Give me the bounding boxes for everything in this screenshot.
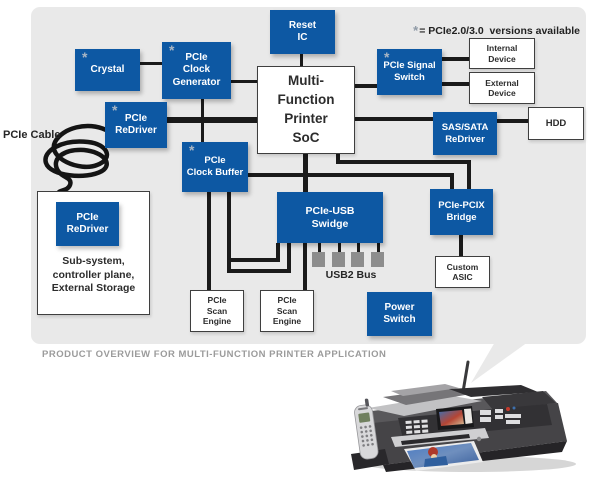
connector-swidge-stub-b: [287, 243, 291, 273]
usb-stem: [318, 243, 321, 253]
connector-clockbuffer-bridge-v: [450, 173, 454, 189]
connector-clockbuffer-bridge-h: [248, 173, 454, 177]
box-pcie-clock-buffer: * PCIe Clock Buffer: [182, 142, 248, 192]
box-pcie-clock-generator: * PCIe Clock Generator: [162, 42, 231, 99]
box-label: PCIe-PCIX Bridge: [438, 200, 485, 223]
box-label: Custom ASIC: [446, 261, 479, 282]
connector-reset-soc: [300, 54, 303, 66]
connector-crystal-clockgen: [140, 62, 162, 65]
star-marker: *: [82, 49, 88, 65]
connector-soc-stub-v: [336, 152, 340, 164]
box-crystal: * Crystal: [75, 49, 140, 91]
box-label: SAS/SATA ReDriver: [441, 121, 489, 145]
usb-connector-icon: [371, 252, 384, 267]
connector-soc-bridge-v: [467, 160, 471, 189]
box-multifunction-printer-soc: Multi- Function Printer SoC: [257, 66, 355, 154]
legend-note-text: = PCIe2.0/3.0 versions available: [419, 25, 580, 37]
pcie-cable-label: PCIe Cable: [3, 129, 61, 141]
box-custom-asic: Custom ASIC: [435, 256, 490, 288]
box-label: Multi- Function Printer SoC: [277, 73, 335, 145]
box-pcie-usb-swidge: PCIe-USB Swidge: [277, 192, 383, 243]
usb2-bus-label: USB2 Bus: [325, 269, 377, 281]
legend-note: *= PCIe2.0/3.0 versions available: [401, 11, 580, 50]
box-power-switch: Power Switch: [367, 292, 432, 336]
star-marker: *: [169, 42, 175, 58]
box-label: PCIe Clock Buffer: [186, 155, 244, 178]
box-pcie-signal-switch: * PCIe Signal Switch: [377, 49, 442, 95]
box-hdd: HDD: [528, 107, 584, 140]
box-label: PCIe Signal Switch: [383, 60, 436, 83]
connector-swidge-h1: [227, 258, 279, 262]
box-label: PCIe ReDriver: [66, 211, 109, 235]
connector-swidge-scanengine2: [303, 243, 307, 290]
diagram-caption: PRODUCT OVERVIEW FOR MULTI-FUNCTION PRIN…: [42, 349, 387, 360]
box-label: Internal Device: [486, 43, 518, 64]
connector-swidge-stub-a: [276, 243, 280, 262]
usb-connector-icon: [332, 252, 345, 267]
connector-clockbuffer-down-v: [227, 192, 231, 273]
connector-soc-bridge-h: [336, 160, 471, 164]
box-label: Power Switch: [383, 301, 416, 325]
connector-swidge-h2: [227, 269, 291, 273]
connector-redriver-soc: [167, 117, 257, 123]
connector-signalswitch-external: [442, 82, 469, 86]
box-label: HDD: [545, 117, 567, 129]
usb-connector-icon: [312, 252, 325, 267]
box-internal-device: Internal Device: [469, 38, 535, 69]
star-marker: *: [112, 102, 118, 118]
box-external-device: External Device: [469, 72, 535, 104]
box-pcie-scan-engine-2: PCIe Scan Engine: [260, 290, 314, 332]
star-marker: *: [189, 142, 195, 158]
box-pcie-pcix-bridge: PCIe-PCIX Bridge: [430, 189, 493, 235]
connector-clockgen-soc: [231, 80, 257, 83]
connector-soc-swidge-v: [303, 152, 308, 192]
connector-sas-hdd: [497, 119, 528, 123]
box-label: Reset IC: [288, 19, 317, 43]
connector-soc-sas: [353, 117, 433, 121]
box-label: PCIe Scan Engine: [202, 295, 232, 327]
box-sas-sata-redriver: SAS/SATA ReDriver: [433, 112, 497, 155]
usb-stem: [377, 243, 380, 253]
connector-bridge-asic: [459, 235, 463, 256]
usb-stem: [357, 243, 360, 253]
box-pcie-redriver: * PCIe ReDriver: [105, 102, 167, 148]
subsystem-caption: Sub-system, controller plane, External S…: [51, 255, 136, 295]
printer-photo: [351, 360, 576, 472]
box-label: PCIe Scan Engine: [272, 295, 302, 327]
usb-connector-icon: [351, 252, 364, 267]
star-marker: *: [384, 49, 390, 65]
box-label: Crystal: [90, 63, 125, 75]
box-label: PCIe ReDriver: [115, 112, 157, 136]
box-subsystem-pcie-redriver: PCIe ReDriver: [56, 202, 119, 246]
connector-soc-signalswitch: [353, 84, 377, 88]
box-label: External Device: [485, 77, 519, 98]
usb-stem: [338, 243, 341, 253]
box-pcie-scan-engine-1: PCIe Scan Engine: [190, 290, 244, 332]
box-label: PCIe Clock Generator: [172, 52, 221, 88]
box-reset-ic: Reset IC: [270, 10, 335, 54]
connector-clockbuffer-scanengine1: [207, 192, 211, 290]
connector-signalswitch-internal: [442, 57, 469, 61]
speech-tail: [471, 342, 528, 383]
box-label: PCIe-USB Swidge: [305, 204, 355, 230]
star-marker: *: [413, 23, 419, 38]
